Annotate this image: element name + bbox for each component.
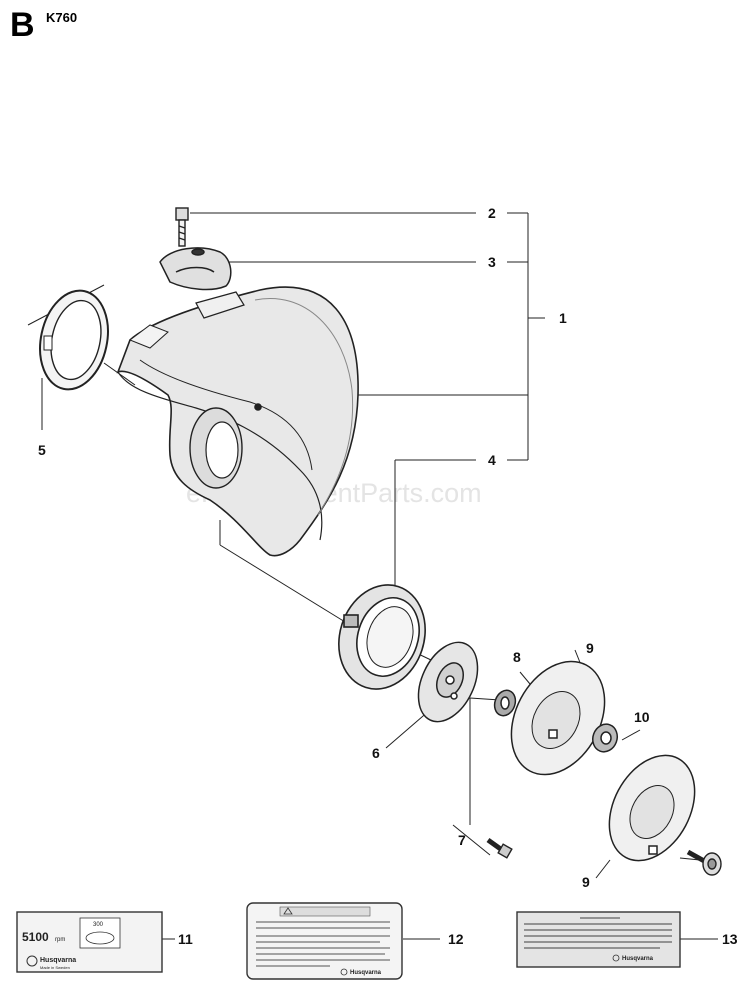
callout-11: 11: [178, 931, 193, 947]
model-name: K760: [46, 10, 78, 25]
callout-2: 2: [488, 205, 496, 221]
part-9-disc-lower: [608, 754, 696, 862]
callout-3: 3: [488, 254, 496, 270]
callout-4: 4: [488, 452, 496, 468]
part-6-flange-washer: [417, 641, 479, 723]
brand-text: Husqvarna: [622, 956, 654, 962]
husqvarna-logo-icon: [340, 968, 348, 976]
callout-9-upper: 9: [586, 640, 594, 656]
husqvarna-logo-icon: [612, 954, 620, 962]
rpm-unit: rpm: [55, 937, 65, 943]
made-in-text: Made in Sweden: [40, 965, 70, 970]
part-disc-screw: [686, 849, 722, 876]
diameter-value: 300: [93, 922, 104, 928]
callout-1: 1: [559, 310, 567, 326]
part-3-clamp: [159, 247, 232, 291]
callout-8: 8: [513, 649, 521, 665]
part-7-bolt: [486, 837, 513, 859]
section-letter: B: [10, 6, 35, 44]
part-8-nut: [493, 689, 517, 717]
warning-triangle-icon: [283, 907, 293, 915]
callout-10: 10: [634, 709, 650, 725]
callout-7: 7: [458, 832, 466, 848]
part-1-blade-guard: [116, 286, 359, 557]
part-9-disc-upper: [510, 660, 606, 776]
brand-text: Husqvarna: [40, 957, 76, 964]
part-11-rpm-label: 5100 rpm 300 Husqvarna Made in Sweden: [16, 911, 163, 973]
brand-text: Husqvarna: [350, 970, 382, 976]
callout-9-lower: 9: [582, 874, 590, 890]
part-2-screw: [175, 207, 189, 247]
part-13-caution-label: Husqvarna: [516, 911, 681, 968]
part-4-bearing-housing: [338, 584, 426, 690]
part-5-gasket: [39, 289, 109, 391]
husqvarna-logo-icon: [26, 955, 38, 967]
rpm-value: 5100: [22, 930, 49, 944]
callout-5: 5: [38, 442, 46, 458]
part-10-spacer: [591, 723, 619, 753]
callout-12: 12: [448, 931, 464, 947]
leader-lines: [27, 212, 718, 940]
callout-6: 6: [372, 745, 380, 761]
part-12-warning-label: Husqvarna: [246, 902, 403, 980]
callout-13: 13: [722, 931, 738, 947]
